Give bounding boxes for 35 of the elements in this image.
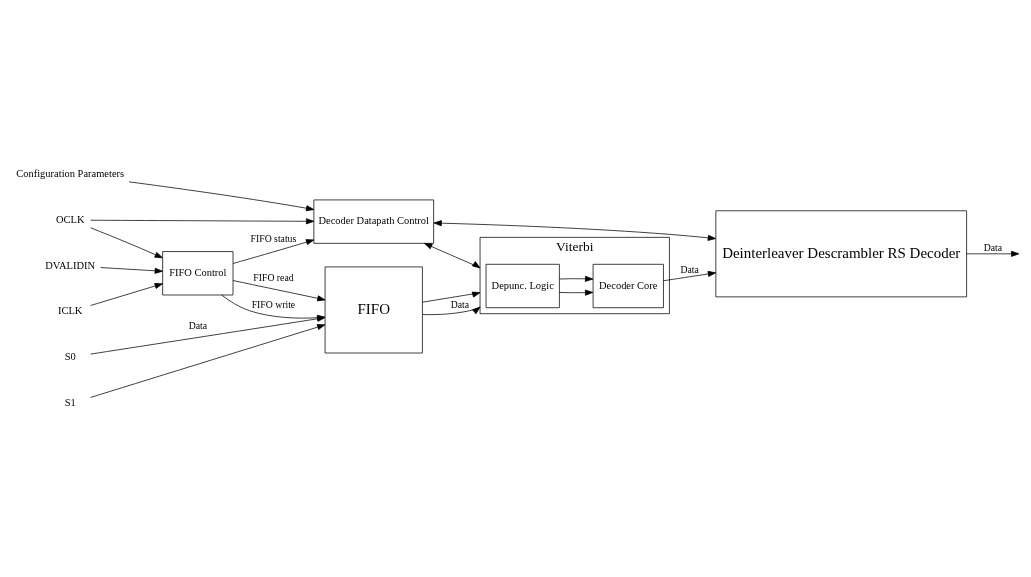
arrow [966,250,1020,257]
node-text: OCLK [55,213,85,225]
node-text: ICLK [57,304,83,316]
edge-label: Data [680,263,699,275]
node-text: S1 [64,396,76,408]
arrow [90,282,163,306]
arrow [559,289,594,296]
node-box: Deinterleaver Descrambler RS Decoder [715,209,967,297]
arrow [559,275,594,282]
edge-label: FIFO status [250,232,297,244]
node-text: Configuration Parameters [16,167,125,179]
node-box: FIFO Control [162,250,234,295]
arrow [422,291,481,303]
arrow [424,242,481,268]
arrow [422,306,481,315]
edge-label: Data [983,241,1002,253]
node-box: Decoder Core [592,263,664,308]
arrow [90,323,326,398]
arrow [100,266,163,274]
edge-label: Data [450,298,470,310]
node-box: Depunc. Logic [485,263,560,308]
arrow [90,226,163,258]
arrow [128,180,315,211]
edge-label: Data [188,319,208,331]
node-text: DVALIDIN [45,259,96,271]
node-text: S0 [64,350,76,362]
arrow [232,238,315,264]
arrow [663,270,717,281]
edge-label: FIFO write [251,298,296,310]
edge-label: FIFO read [253,271,294,283]
arrow [232,279,326,301]
arrow [90,217,315,224]
node-box: FIFO [324,266,423,353]
node-box: Decoder Datapath Control [313,199,434,244]
arrow [433,219,716,241]
